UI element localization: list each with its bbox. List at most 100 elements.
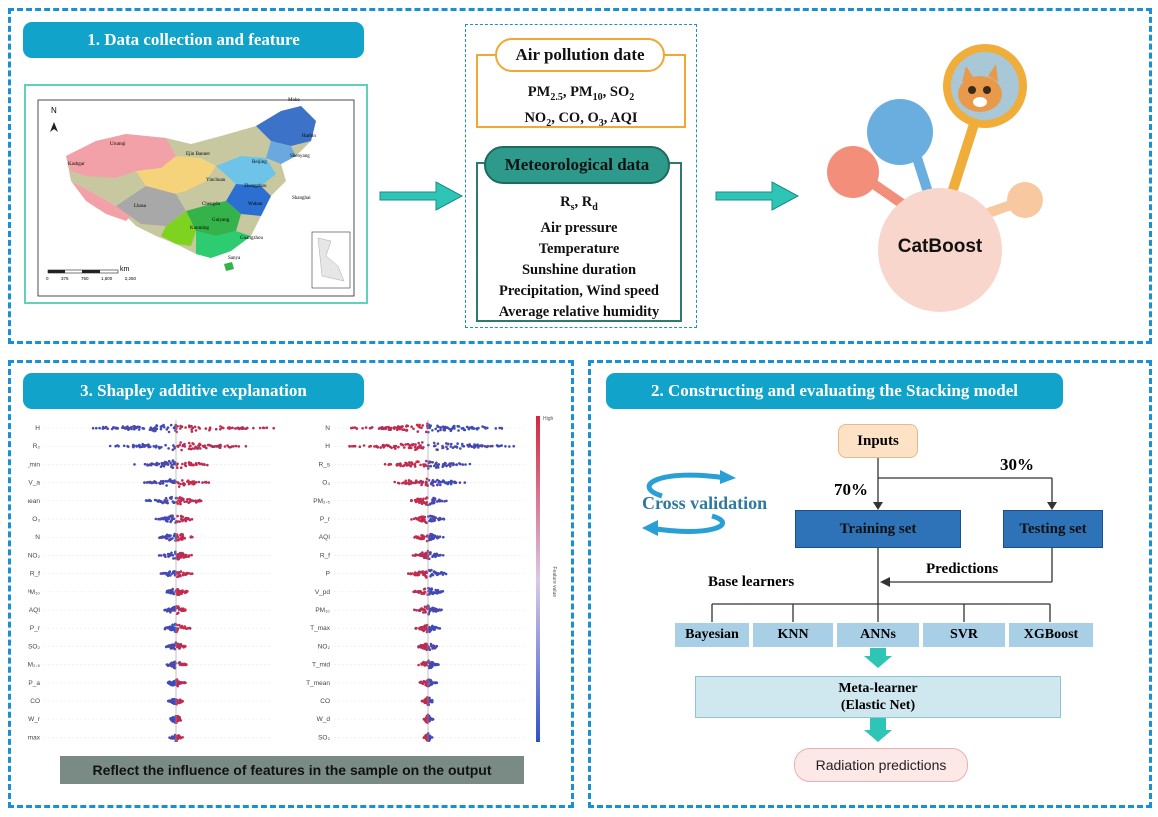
shap-point <box>205 446 208 450</box>
met-line: Sunshine duration <box>521 261 637 278</box>
shap-point <box>171 537 174 540</box>
shap-point <box>429 627 433 631</box>
shap-point <box>417 446 420 449</box>
shap-point <box>486 426 489 430</box>
shap-point <box>443 428 446 432</box>
shap-point <box>424 430 428 434</box>
shap-point <box>388 426 392 430</box>
shap-point <box>162 425 166 429</box>
shap-point <box>179 424 182 428</box>
shap-point <box>439 428 442 432</box>
shap-point <box>425 477 429 481</box>
base-learners-label: Base learners <box>708 574 795 590</box>
panel-shap <box>8 360 574 808</box>
shap-point <box>434 444 437 447</box>
shap-point <box>422 611 425 614</box>
catboost-label: CatBoost <box>897 236 983 257</box>
shap-point <box>167 447 170 450</box>
shap-point <box>428 551 432 555</box>
shap-point <box>425 733 429 737</box>
shap-point <box>160 501 164 504</box>
china-map <box>37 99 355 297</box>
shap-point <box>112 426 115 429</box>
shap-feature-label: CO <box>30 698 40 705</box>
shap-point <box>458 481 462 484</box>
predictions-label: Predictions <box>926 561 999 577</box>
shap-point <box>172 718 176 721</box>
colorbar-high-label: High <box>543 416 554 422</box>
shap-point <box>396 426 400 429</box>
shap-point <box>431 429 434 432</box>
shap-point <box>171 646 175 650</box>
shap-point <box>167 459 171 463</box>
shap-point <box>435 681 438 684</box>
shap-point <box>234 444 238 448</box>
shap-point <box>441 571 444 574</box>
shap-point <box>422 662 425 665</box>
shap-point <box>208 428 211 432</box>
shap-point <box>181 573 185 577</box>
scale-tick: 375 <box>60 276 69 281</box>
shap-point <box>429 679 433 682</box>
learner-knn: KNN <box>752 622 834 648</box>
shap-feature-label: PM₂.₅ <box>28 662 40 669</box>
shap-point <box>171 587 174 591</box>
shap-point <box>437 535 441 539</box>
shap-point <box>166 520 169 523</box>
shap-point <box>433 662 436 666</box>
shap-point <box>430 501 434 505</box>
shap-point <box>403 428 406 431</box>
shap-point <box>171 466 175 469</box>
shap-point <box>419 626 423 630</box>
shap-point <box>245 427 248 430</box>
shap-point <box>383 462 387 466</box>
shap-point <box>155 444 158 448</box>
shap-point <box>422 608 425 611</box>
shap-point <box>433 625 437 629</box>
shap-point <box>424 521 428 524</box>
shap-point <box>417 441 420 445</box>
shap-point <box>387 462 391 466</box>
shap-point <box>180 532 183 536</box>
shap-feature-label: T_max <box>28 734 41 741</box>
shap-point <box>439 426 443 429</box>
shap-point <box>413 608 416 612</box>
shap-point <box>165 533 169 537</box>
shap-point <box>179 427 182 430</box>
shap-point <box>163 460 167 464</box>
shap-point <box>428 648 432 651</box>
shap-point <box>433 608 437 612</box>
shap-feature-label: R_s <box>318 461 330 468</box>
shap-point <box>423 554 426 557</box>
shap-point <box>432 499 435 502</box>
shap-point <box>179 502 182 506</box>
shap-point <box>161 482 165 485</box>
shap-point <box>444 426 448 430</box>
shap-point <box>422 465 426 468</box>
shap-point <box>405 425 408 428</box>
shap-point <box>416 499 419 502</box>
shap-point <box>396 481 400 485</box>
shap-point <box>420 608 423 611</box>
shap-point <box>219 428 222 431</box>
shap-point <box>201 481 204 484</box>
shap-point <box>423 605 427 609</box>
shap-feature-label: N <box>325 425 330 432</box>
shap-point <box>233 427 237 430</box>
shap-point <box>385 443 389 447</box>
city-label: Ejin Banner <box>186 152 211 157</box>
city-label: Kunming <box>190 226 209 231</box>
shap-point <box>489 444 492 448</box>
shap-point <box>358 445 362 448</box>
shap-point <box>232 445 235 448</box>
shap-point <box>472 427 475 430</box>
shap-point <box>237 445 241 448</box>
shap-point <box>178 443 181 447</box>
shap-point <box>413 462 417 466</box>
shap-point <box>362 444 366 447</box>
shap-point <box>272 426 275 430</box>
pct-train: 70% <box>834 480 868 499</box>
shap-point <box>173 627 177 630</box>
shap-feature-label: P_a <box>28 680 40 687</box>
shap-point <box>184 461 187 465</box>
